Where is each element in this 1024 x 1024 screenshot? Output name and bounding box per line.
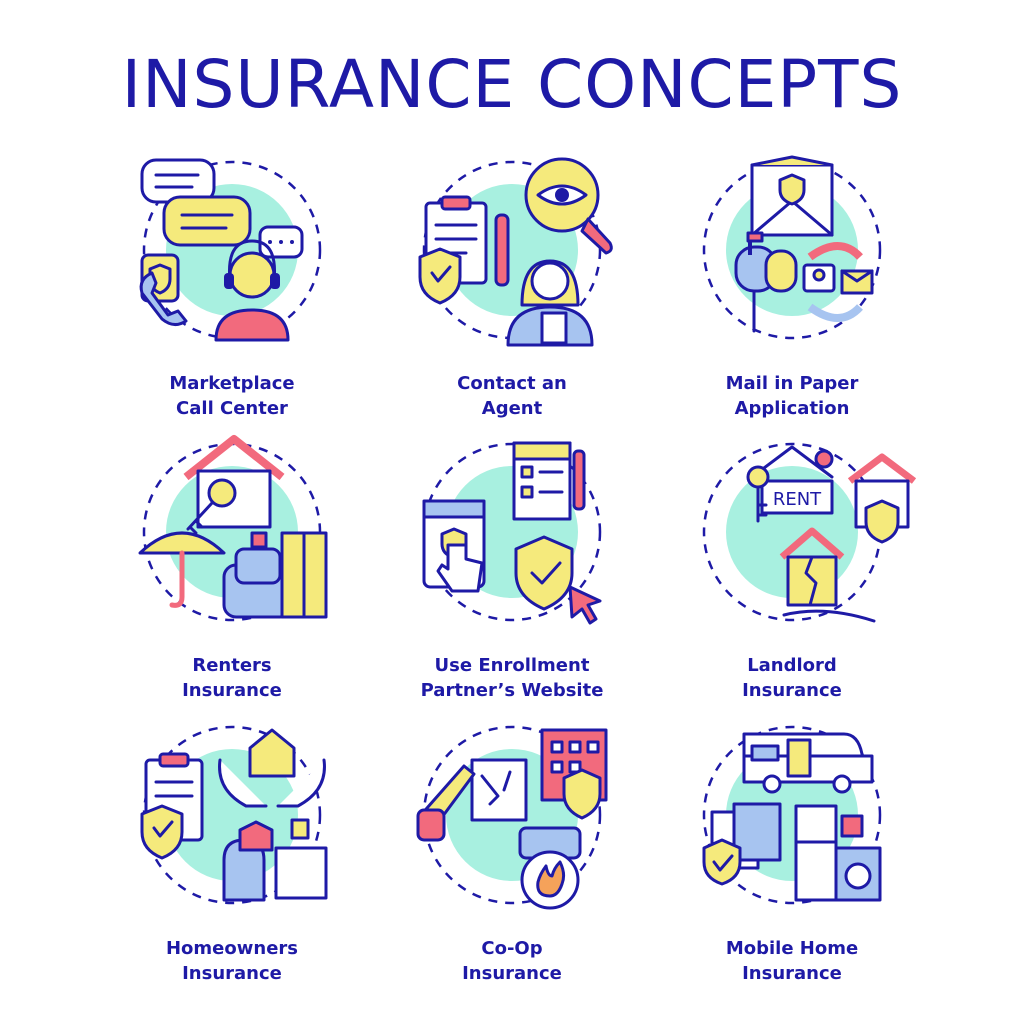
call-center-icon [139,158,322,342]
svg-text:RENT: RENT [773,489,822,510]
coop-icon [416,725,608,910]
landlord-icon: RENT [702,442,917,623]
homeowners-icon [140,725,328,905]
agent-icon [418,157,613,347]
website-icon [422,441,602,625]
page-title: INSURANCE CONCEPTS [121,46,903,123]
renters-icon [138,435,328,622]
mobile-home-icon [702,725,882,905]
mail-icon [702,155,882,340]
